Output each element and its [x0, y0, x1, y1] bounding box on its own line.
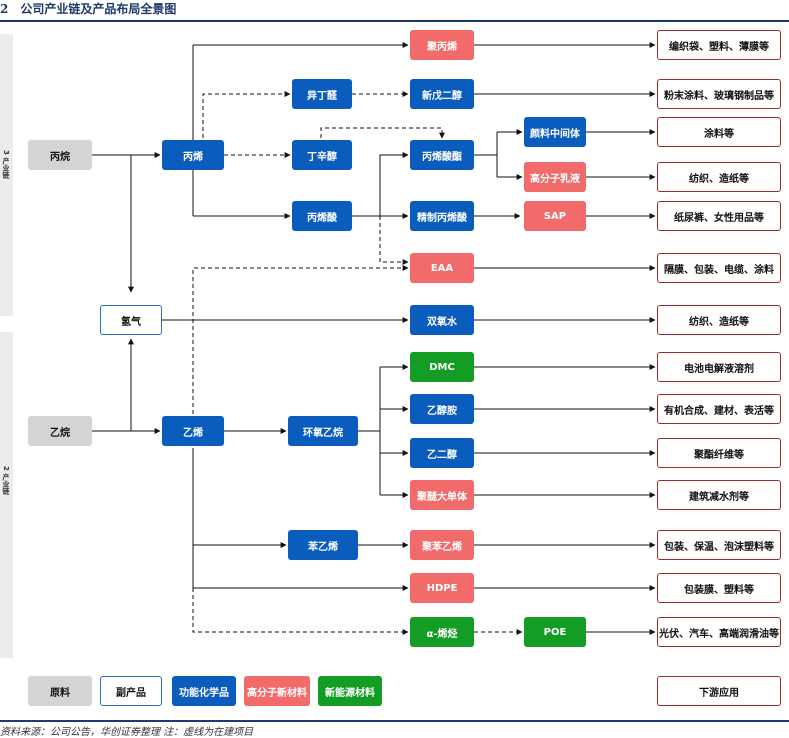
node-polyether-monomer: 聚醚大单体 [410, 480, 474, 510]
legend-downstream: 下游应用 [657, 676, 781, 706]
side-label-bottom: 2 产业链 [2, 466, 10, 495]
downstream-meg: 聚酯纤维等 [657, 438, 781, 468]
legend-polymer: 高分子新材料 [244, 676, 310, 706]
node-ethanolamine: 乙醇胺 [410, 394, 474, 424]
downstream-hdpe: 包装膜、塑料等 [657, 573, 781, 603]
node-acrylic-acid: 丙烯酸 [292, 201, 352, 231]
node-ethylene-oxide: 环氧乙烷 [288, 416, 358, 446]
downstream-ps: 包装、保温、泡沫塑料等 [657, 530, 781, 560]
node-isobutyraldehyde: 异丁醛 [292, 79, 352, 109]
node-ethylene-glycol: 乙二醇 [410, 438, 474, 468]
downstream-emulsion: 纺织、造纸等 [657, 162, 781, 192]
node-npg: 新戊二醇 [410, 79, 474, 109]
edge-ethylene-aolefin [192, 588, 409, 635]
node-alpha-olefin: α-烯烃 [410, 617, 474, 647]
figure-title: 2 公司产业链及产品布局全景图 [0, 2, 177, 16]
node-hydrogen-peroxide: 双氧水 [410, 305, 474, 335]
downstream-pp: 编织袋、塑料、薄膜等 [657, 30, 781, 60]
legend-functional: 功能化学品 [172, 676, 236, 706]
downstream-dmc: 电池电解液溶剂 [657, 352, 781, 382]
edge-aa-eaa [379, 216, 409, 265]
node-octanol: 丁辛醇 [292, 140, 352, 170]
footer-rule [0, 720, 789, 722]
node-hydrogen: 氢气 [100, 305, 162, 335]
downstream-polyether: 建筑减水剂等 [657, 480, 781, 510]
node-sap: SAP [524, 201, 586, 231]
legend-new-energy: 新能源材料 [318, 676, 382, 706]
node-eaa: EAA [410, 253, 474, 283]
downstream-poe: 光伏、汽车、高端润滑油等 [657, 617, 781, 647]
edge-octanol-acrylate [320, 127, 445, 139]
side-label-top: 3 产业链 [2, 150, 10, 179]
node-coating-intermediate: 颜料中间体 [524, 117, 586, 147]
edge-propylene-isobut [202, 91, 291, 138]
node-polypropylene: 聚丙烯 [410, 30, 474, 60]
legend-byproduct: 副产品 [100, 676, 162, 706]
source-note: 资料来源：公司公告，华创证券整理 注：虚线为在建项目 [0, 727, 254, 738]
legend-raw: 原料 [28, 676, 92, 706]
node-propylene: 丙烯 [162, 140, 224, 170]
node-refined-acrylic-acid: 精制丙烯酸 [410, 201, 474, 231]
downstream-ethanolamine: 有机合成、建材、表活等 [657, 394, 781, 424]
side-panel-top [0, 34, 13, 316]
node-acrylate: 丙烯酸酯 [410, 140, 474, 170]
downstream-eaa: 隔膜、包装、电缆、涂料 [657, 253, 781, 283]
downstream-sap: 纸尿裤、女性用品等 [657, 201, 781, 231]
node-propane: 丙烷 [28, 140, 92, 170]
downstream-h2o2: 纺织、造纸等 [657, 305, 781, 335]
node-hdpe: HDPE [410, 573, 474, 603]
node-polystyrene: 聚苯乙烯 [410, 530, 474, 560]
downstream-npg: 粉末涂料、玻璃钢制品等 [657, 79, 781, 109]
edge-ethylene-eaa [192, 265, 409, 414]
node-poe: POE [524, 617, 586, 647]
header-bar [0, 0, 789, 22]
node-polymer-emulsion: 高分子乳液 [524, 162, 586, 192]
node-styrene: 苯乙烯 [288, 530, 358, 560]
node-dmc: DMC [410, 352, 474, 382]
side-panel-bottom [0, 332, 13, 658]
node-ethane: 乙烷 [28, 416, 92, 446]
downstream-coating: 涂料等 [657, 117, 781, 147]
node-ethylene: 乙烯 [162, 416, 224, 446]
edge-aa-acrylate [379, 152, 409, 216]
